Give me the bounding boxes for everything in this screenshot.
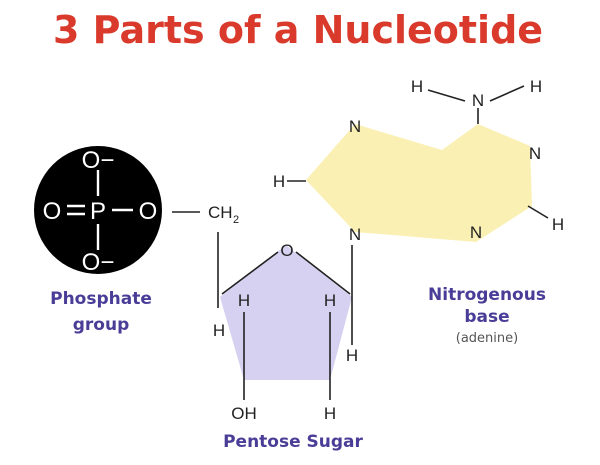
- amino-h-right: H: [530, 77, 542, 96]
- sugar-h-right-upper: H: [324, 291, 336, 310]
- sugar-h-c1: H: [346, 346, 358, 365]
- phosphate-o-minus-top: O−: [82, 147, 115, 174]
- phosphate-o-minus-bottom: O−: [82, 249, 115, 276]
- base-label-line1: Nitrogenous: [428, 285, 546, 305]
- base-n-glycosidic: N: [349, 225, 361, 244]
- base-n-right: N: [529, 144, 541, 163]
- skeleton-bonds: [172, 85, 549, 400]
- phosphate-o-left: O: [43, 198, 62, 225]
- pentose-sugar-shape: [220, 245, 352, 380]
- sugar-oh: OH: [231, 404, 257, 423]
- nitrogenous-base-shape: [306, 124, 532, 242]
- sugar-h-c4: H: [213, 321, 225, 340]
- base-h-left: H: [273, 172, 285, 191]
- base-label-note: (adenine): [456, 331, 518, 346]
- base-n-bottom: N: [470, 223, 482, 242]
- phosphate-bonds: [67, 170, 133, 250]
- amino-n: N: [472, 91, 484, 110]
- sugar-h-left-upper: H: [238, 291, 250, 310]
- base-n-top-left: N: [349, 117, 361, 136]
- sugar-h-bottom-right: H: [324, 404, 336, 423]
- amino-h-left: H: [411, 77, 423, 96]
- sugar-ring-oxygen: O: [280, 241, 293, 260]
- phosphate-group-circle: [34, 146, 162, 274]
- phosphate-p: P: [90, 198, 106, 225]
- phosphate-label-line1: Phosphate: [50, 289, 152, 309]
- phosphate-o-right: O: [139, 198, 158, 225]
- ch2-subscript: 2: [233, 214, 239, 226]
- base-h-right: H: [552, 215, 564, 234]
- base-label-line2: base: [464, 307, 509, 327]
- sugar-label: Pentose Sugar: [223, 432, 363, 452]
- ch2-label: CH: [208, 203, 233, 222]
- phosphate-label-line2: group: [73, 315, 130, 335]
- page-title: 3 Parts of a Nucleotide: [53, 8, 543, 52]
